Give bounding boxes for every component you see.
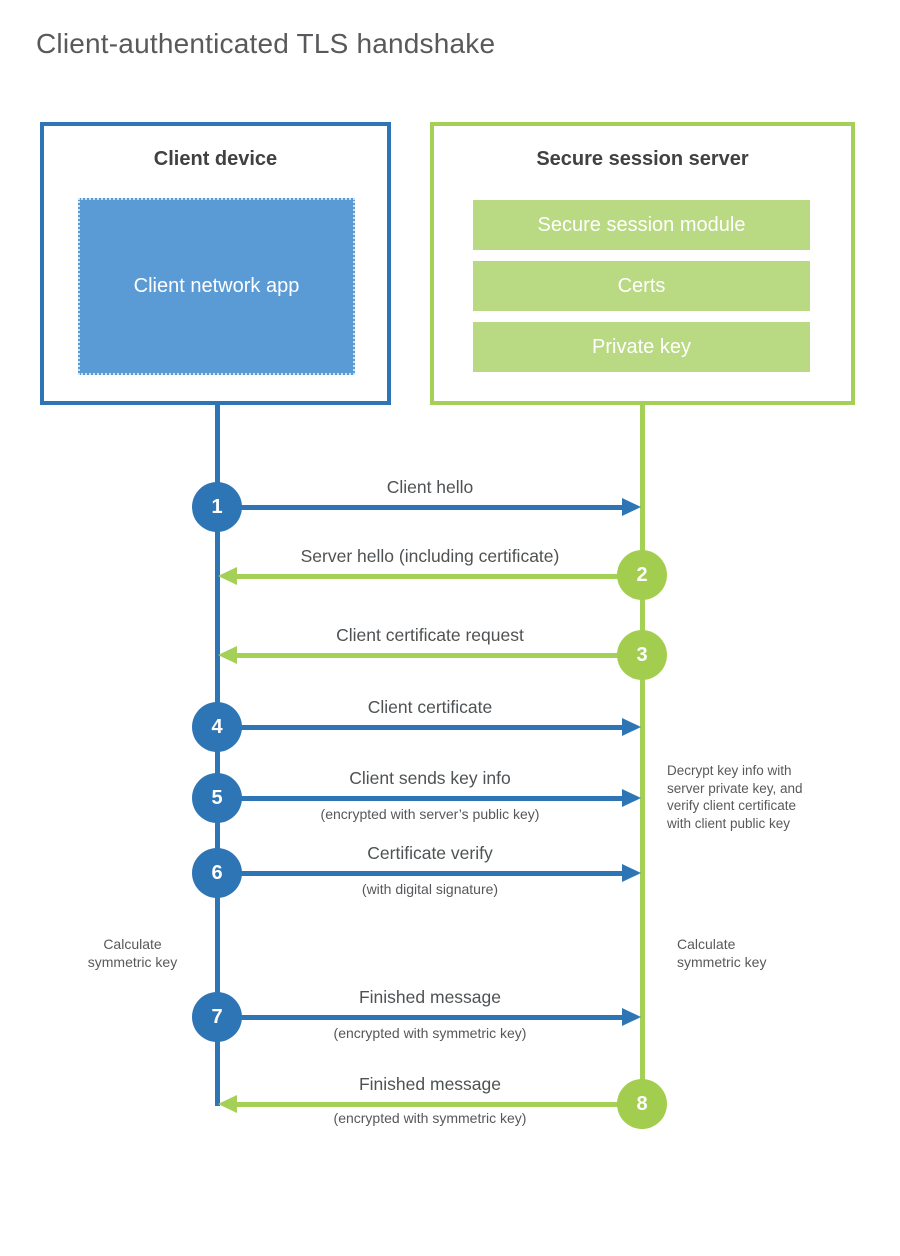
arrow-right-icon xyxy=(622,864,641,882)
step-circle-3: 3 xyxy=(617,630,667,680)
client-network-app-box: Client network app xyxy=(78,198,355,375)
secure-session-server-title: Secure session server xyxy=(536,148,749,170)
calc-left-line: symmetric key xyxy=(87,953,178,970)
step-number: 5 xyxy=(211,786,223,809)
server-module-bar: Secure session module xyxy=(473,200,810,250)
calc-right-line: Calculate xyxy=(677,936,736,952)
step-circle-8: 8 xyxy=(617,1079,667,1129)
client-network-app-label: Client network app xyxy=(133,275,300,297)
step-label: Server hello (including certificate) xyxy=(300,546,560,566)
step-sublabel: (with digital signature) xyxy=(361,881,499,897)
decrypt-note-line: with client public key xyxy=(667,815,791,831)
decrypt-note-line: server private key, and xyxy=(667,780,803,796)
step-circle-5: 5 xyxy=(192,773,242,823)
arrow-shaft xyxy=(219,871,622,876)
step-label: Certificate verify xyxy=(367,843,493,863)
step-number: 7 xyxy=(211,1005,223,1028)
arrow-right-icon xyxy=(622,718,641,736)
arrow-shaft xyxy=(237,653,640,658)
step-label: Client hello xyxy=(386,477,474,497)
step-label: Finished message xyxy=(358,987,502,1007)
client-lifeline xyxy=(215,405,220,1106)
decrypt-note: Decrypt key info with server private key… xyxy=(667,762,842,832)
page-title: Client-authenticated TLS handshake xyxy=(36,28,496,59)
arrow-shaft xyxy=(237,1102,640,1107)
calc-left-line: Calculate xyxy=(103,936,162,952)
arrow-right-icon xyxy=(622,498,641,516)
arrow-shaft xyxy=(237,574,640,579)
client-device-box: Client device Client network app xyxy=(40,122,391,405)
decrypt-note-line: verify client certificate xyxy=(667,798,797,813)
step-circle-6: 6 xyxy=(192,848,242,898)
server-lifeline xyxy=(640,405,645,1129)
arrow-left-icon xyxy=(218,567,237,585)
calc-symmetric-key-right: Calculate symmetric key xyxy=(677,936,797,971)
step-number: 4 xyxy=(211,715,223,738)
step-sublabel: (encrypted with server’s public key) xyxy=(320,806,540,822)
step-circle-4: 4 xyxy=(192,702,242,752)
arrow-right-icon xyxy=(622,1008,641,1026)
arrow-shaft xyxy=(219,1015,622,1020)
client-device-title: Client device xyxy=(153,148,278,170)
arrow-right-icon xyxy=(622,789,641,807)
step-circle-2: 2 xyxy=(617,550,667,600)
step-number: 8 xyxy=(636,1092,648,1115)
step-label: Client certificate xyxy=(367,697,493,717)
calc-right-line: symmetric key xyxy=(677,953,767,970)
arrow-shaft xyxy=(219,796,622,801)
secure-session-server-box: Secure session server Secure session mod… xyxy=(430,122,855,405)
step-circle-1: 1 xyxy=(192,482,242,532)
step-number: 1 xyxy=(211,495,223,518)
step-number: 2 xyxy=(636,563,648,586)
server-module-bar: Private key xyxy=(473,322,810,372)
arrow-left-icon xyxy=(218,1095,237,1113)
decrypt-note-line: Decrypt key info with xyxy=(667,763,792,778)
step-label: Client certificate request xyxy=(336,625,524,645)
step-sublabel: (encrypted with symmetric key) xyxy=(333,1025,527,1041)
server-module-bar: Certs xyxy=(473,261,810,311)
step-circle-7: 7 xyxy=(192,992,242,1042)
step-label: Finished message xyxy=(358,1074,502,1094)
step-sublabel: (encrypted with symmetric key) xyxy=(333,1110,527,1126)
step-label: Client sends key info xyxy=(349,768,511,788)
calc-symmetric-key-left: Calculate symmetric key xyxy=(75,936,190,971)
arrow-shaft xyxy=(219,725,622,730)
step-number: 3 xyxy=(636,643,648,666)
arrow-left-icon xyxy=(218,646,237,664)
step-number: 6 xyxy=(211,861,223,884)
arrow-shaft xyxy=(219,505,622,510)
